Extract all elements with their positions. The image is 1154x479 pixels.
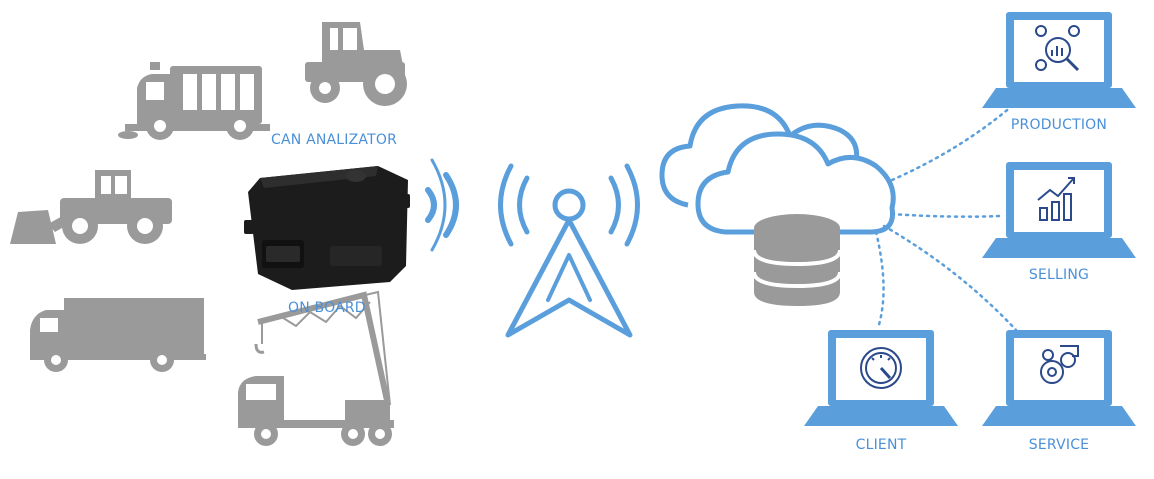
- crane-truck-icon: [254, 290, 391, 406]
- client-laptop-icon: [804, 330, 958, 426]
- connector-client: [874, 230, 885, 330]
- gears-icon: [1040, 345, 1079, 384]
- sweeper-truck-icon: [118, 62, 270, 140]
- tractor-icon: [305, 22, 407, 106]
- connector-service: [882, 224, 1018, 332]
- label-service: SERVICE: [1028, 437, 1090, 453]
- connector-lines: [874, 104, 1018, 332]
- label-client: CLIENT: [855, 437, 907, 453]
- box-truck-icon: [30, 298, 206, 372]
- connector-production: [890, 104, 1014, 182]
- crane-truck-body-icon: [238, 376, 394, 446]
- selling-laptop-icon: [982, 162, 1136, 258]
- antenna-tower-icon: [498, 163, 640, 338]
- label-selling: SELLING: [1028, 267, 1090, 283]
- database-icon: [752, 214, 842, 306]
- wireless-signal-icon: [425, 158, 459, 252]
- production-laptop-icon: [982, 12, 1136, 108]
- connector-selling: [890, 212, 1002, 218]
- gauge-icon: [860, 347, 902, 389]
- analytics-search-icon: [1035, 25, 1080, 72]
- on-board-device-icon: [244, 166, 410, 290]
- label-production: PRODUCTION: [1010, 117, 1108, 133]
- label-can-analizator: CAN ANALIZATOR: [271, 132, 398, 148]
- label-on-board: ON BOARD: [288, 300, 366, 316]
- wheel-loader-icon: [10, 170, 172, 244]
- growth-chart-icon: [1037, 177, 1075, 221]
- cloud-icon: [659, 103, 896, 235]
- service-laptop-icon: [982, 330, 1136, 426]
